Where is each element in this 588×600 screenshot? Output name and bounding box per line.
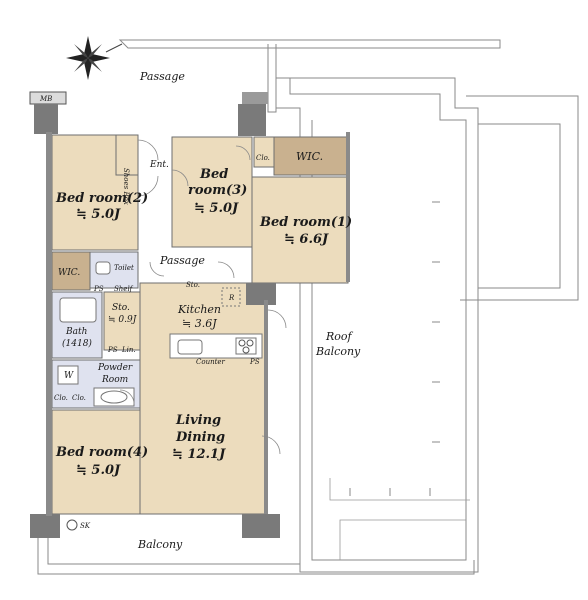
bed-room-4 [51,409,141,515]
bath-size: (1418) [62,338,92,349]
bed-room-4-label: Bed room(4) [55,445,148,460]
bath-label: Bath [65,327,87,337]
storage-label: Sto. [112,303,130,313]
bed-room-3 [171,136,253,248]
bed-room-3-size: ≒ 5.0J [194,201,239,216]
storage-size: ≒ 0.9J [108,315,138,325]
compass-icon [66,36,123,80]
living-label-a: Living [175,413,221,428]
storage-room [103,291,141,351]
washer-space [57,365,79,385]
refrigerator-space [221,287,241,307]
living-label-b: Dining [175,430,225,445]
counter-label: Counter [196,358,226,366]
living-size: ≒ 12.1J [172,447,226,462]
fixtures [57,261,263,531]
closet-top [253,136,275,168]
shoe-box [115,134,139,176]
kitchen-label: Kitchen [177,303,221,316]
washer-label: W [64,371,74,381]
sk-label: SK [80,522,91,530]
walk-in-closet-left [51,251,91,291]
wic-left-label: WIC. [58,268,80,278]
kitchen-size: ≒ 3.6J [182,317,217,330]
toilet-label: Toilet [114,264,134,272]
passage-mid-label: Passage [159,254,205,267]
doors [119,139,287,455]
bed-room-2-label: Bed room(2) [55,191,148,206]
mb-label: MB [39,95,52,103]
closet-a-label: Clo. [54,394,68,402]
ps-b-label: PS [107,346,118,354]
bed-room-3-label-b: room(3) [188,183,247,198]
balcony-label: Balcony [137,538,183,551]
sto-small-label: Sto. [186,281,200,289]
ps-a-label: PS [93,285,104,293]
bed-room-1-size: ≒ 6.6J [284,232,329,247]
walls [29,91,350,538]
powder-label-b: Room [101,375,128,385]
bed-room-1 [251,176,349,284]
roof-balcony-label-b: Balcony [315,345,361,358]
wic-top-label: WIC. [296,150,323,163]
bed-room-1-label: Bed room(1) [259,215,352,230]
bed-room-3-label-a: Bed [199,167,228,182]
outer-outline [37,39,579,575]
bathtub [59,297,97,323]
closet-b-label: Clo. [72,394,86,402]
linen-label: Lin. [121,346,136,354]
sk-fixture [66,519,78,531]
living-dining-kitchen [139,282,267,515]
entrance-label: Ent. [149,160,169,170]
powder-label-a: Powder [97,363,133,373]
shoe-box-label: Shoes Box [122,168,130,205]
passage-top-label: Passage [139,70,185,83]
sink [177,339,203,355]
room-fills [51,134,349,515]
toilet-bowl [95,261,111,275]
walk-in-closet-top [273,136,349,176]
roof-ticks [349,201,440,496]
stove [235,337,257,355]
bed-room-4-size: ≒ 5.0J [76,463,121,478]
ps-c-label: PS [249,358,260,366]
r-label: R [228,294,235,302]
closet-top-label: Clo. [256,154,270,162]
bed-room-2-size: ≒ 5.0J [76,207,121,222]
shelf-label: Shelf [114,285,134,293]
roof-balcony-label-a: Roof [325,330,354,343]
labels: Passage MB Ent. Shoes Box Bed room(2) ≒ … [39,70,361,551]
